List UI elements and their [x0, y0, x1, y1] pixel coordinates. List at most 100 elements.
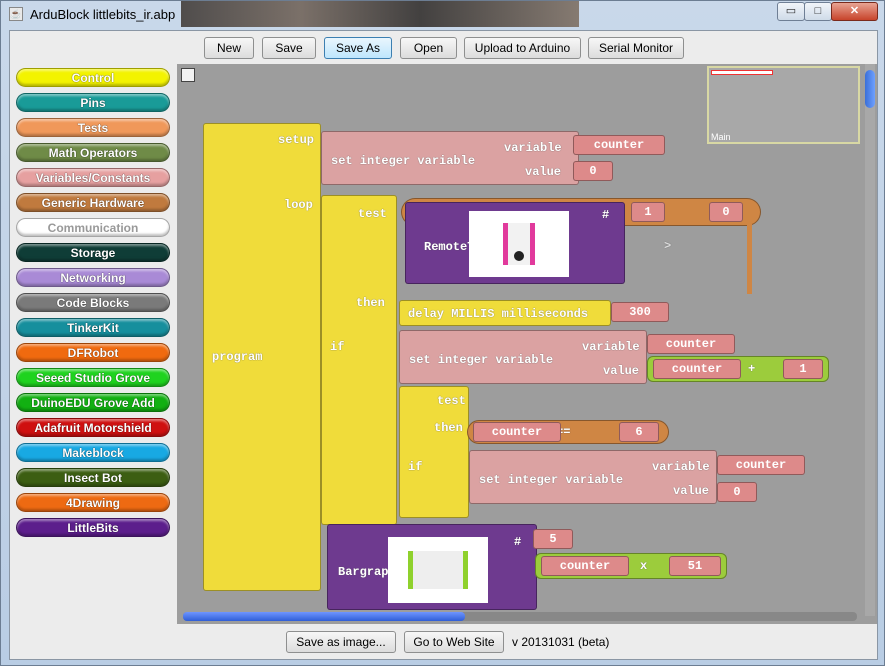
palette-category-4drawing[interactable]: 4Drawing [16, 493, 170, 512]
one-socket-2[interactable]: 1 [783, 359, 823, 379]
counter-socket-5[interactable]: counter [717, 455, 805, 475]
variable-label: variable [504, 141, 562, 155]
set-int-label: set integer variable [479, 473, 624, 487]
nested-if-block[interactable]: if [399, 386, 469, 518]
variable-label: variable [582, 340, 640, 354]
counter-socket-6[interactable]: counter [541, 556, 629, 576]
value-label: value [603, 364, 640, 378]
palette-category-makeblock[interactable]: Makeblock [16, 443, 170, 462]
program-block[interactable]: program [203, 123, 321, 591]
value-label: value [525, 165, 562, 179]
bargraph-block[interactable]: Bargraph # [327, 524, 537, 610]
zero-socket-compare[interactable]: 0 [709, 202, 743, 222]
save-as-image-button[interactable]: Save as image... [286, 631, 396, 653]
version-label: v 20131031 (beta) [512, 635, 610, 649]
palette-category-adafruit-motorshield[interactable]: Adafruit Motorshield [16, 418, 170, 437]
five-socket[interactable]: 5 [533, 529, 573, 549]
palette-category-control[interactable]: Control [16, 68, 170, 87]
remote-trigger-image [469, 211, 569, 277]
bargraph-label: Bargraph [338, 565, 396, 579]
palette-category-tests[interactable]: Tests [16, 118, 170, 137]
save-as-button[interactable]: Save As [324, 37, 392, 59]
java-app-icon: ☕ [9, 7, 23, 21]
palette-category-code-blocks[interactable]: Code Blocks [16, 293, 170, 312]
palette-category-dfrobot[interactable]: DFRobot [16, 343, 170, 362]
if-block[interactable]: if [321, 195, 397, 525]
counter-socket[interactable]: counter [573, 135, 665, 155]
palette-category-networking[interactable]: Networking [16, 268, 170, 287]
program-label: program [212, 350, 263, 364]
horizontal-scroll-thumb[interactable] [183, 612, 465, 621]
go-to-website-button[interactable]: Go to Web Site [404, 631, 504, 653]
ms-socket[interactable]: 300 [611, 302, 669, 322]
setup-label: setup [278, 133, 315, 147]
if-label: if [330, 340, 345, 354]
counter-socket-3[interactable]: counter [653, 359, 741, 379]
hash-label: # [602, 208, 610, 222]
main-panel: New Save Save As Open Upload to Arduino … [9, 30, 878, 660]
times-label: x [640, 559, 648, 573]
palette-category-duinoedu-grove-add[interactable]: DuinoEDU Grove Add [16, 393, 170, 412]
set-int-block-loop[interactable]: set integer variable variable value [399, 330, 647, 384]
plus-label: + [748, 362, 756, 376]
bargraph-image [388, 537, 488, 603]
minimap[interactable]: Main [707, 66, 860, 144]
palette-category-storage[interactable]: Storage [16, 243, 170, 262]
close-button[interactable]: ✕ [831, 2, 878, 21]
palette-category-seeed-studio-grove[interactable]: Seeed Studio Grove [16, 368, 170, 387]
zero-socket-reset[interactable]: 0 [717, 482, 757, 502]
block-canvas[interactable]: program setup loop set integer variable … [177, 64, 877, 624]
six-socket[interactable]: 6 [619, 422, 659, 442]
counter-socket-4[interactable]: counter [473, 422, 561, 442]
palette-category-tinkerkit[interactable]: TinkerKit [16, 318, 170, 337]
palette-category-variables-constants[interactable]: Variables/Constants [16, 168, 170, 187]
minimap-label: Main [711, 132, 731, 142]
new-button[interactable]: New [204, 37, 254, 59]
palette-category-littlebits[interactable]: LittleBits [16, 518, 170, 537]
horizontal-scrollbar[interactable] [183, 612, 857, 621]
collapse-toggle[interactable] [181, 68, 195, 82]
vertical-scroll-thumb[interactable] [865, 70, 875, 108]
minimize-button[interactable]: ▭ [777, 2, 805, 21]
compare-connector [747, 214, 752, 294]
palette-category-communication[interactable]: Communication [16, 218, 170, 237]
counter-socket-2[interactable]: counter [647, 334, 735, 354]
minimap-viewport[interactable] [711, 70, 773, 75]
palette-category-generic-hardware[interactable]: Generic Hardware [16, 193, 170, 212]
maximize-button[interactable]: □ [804, 2, 832, 21]
set-int-label: set integer variable [409, 353, 554, 367]
serial-monitor-button[interactable]: Serial Monitor [588, 37, 684, 59]
title-bar: ☕ ArduBlock littlebits_ir.abp ▭ □ ✕ [1, 1, 884, 29]
hash-label-2: # [514, 535, 522, 549]
open-button[interactable]: Open [400, 37, 457, 59]
one-socket[interactable]: 1 [631, 202, 665, 222]
toolbar: New Save Save As Open Upload to Arduino … [10, 31, 877, 63]
loop-label: loop [284, 198, 313, 212]
bottom-bar: Save as image... Go to Web Site v 201310… [10, 625, 877, 659]
palette-category-pins[interactable]: Pins [16, 93, 170, 112]
gt-label: > [664, 239, 672, 253]
zero-socket[interactable]: 0 [573, 161, 613, 181]
value-label: value [673, 484, 710, 498]
fiftyone-socket[interactable]: 51 [669, 556, 721, 576]
test-label: test [358, 207, 387, 221]
variable-label: variable [652, 460, 710, 474]
palette-category-insect-bot[interactable]: Insect Bot [16, 468, 170, 487]
remote-trigger-block[interactable]: RemoteTrigger # [405, 202, 625, 284]
set-int-block-setup[interactable]: set integer variable variable value [321, 131, 579, 185]
title-background-image [181, 1, 579, 27]
nested-then-label: then [434, 421, 463, 435]
delay-block[interactable]: delay MILLIS milliseconds [399, 300, 611, 326]
save-button[interactable]: Save [262, 37, 316, 59]
nested-test-label: test [437, 394, 466, 408]
then-label: then [356, 296, 385, 310]
vertical-scrollbar[interactable] [865, 64, 875, 616]
palette-category-math-operators[interactable]: Math Operators [16, 143, 170, 162]
set-int-block-reset[interactable]: set integer variable variable value [469, 450, 717, 504]
nested-if-label: if [408, 460, 423, 474]
upload-button[interactable]: Upload to Arduino [464, 37, 581, 59]
delay-label: delay MILLIS milliseconds [408, 307, 589, 321]
window-title: ArduBlock littlebits_ir.abp [30, 7, 176, 22]
